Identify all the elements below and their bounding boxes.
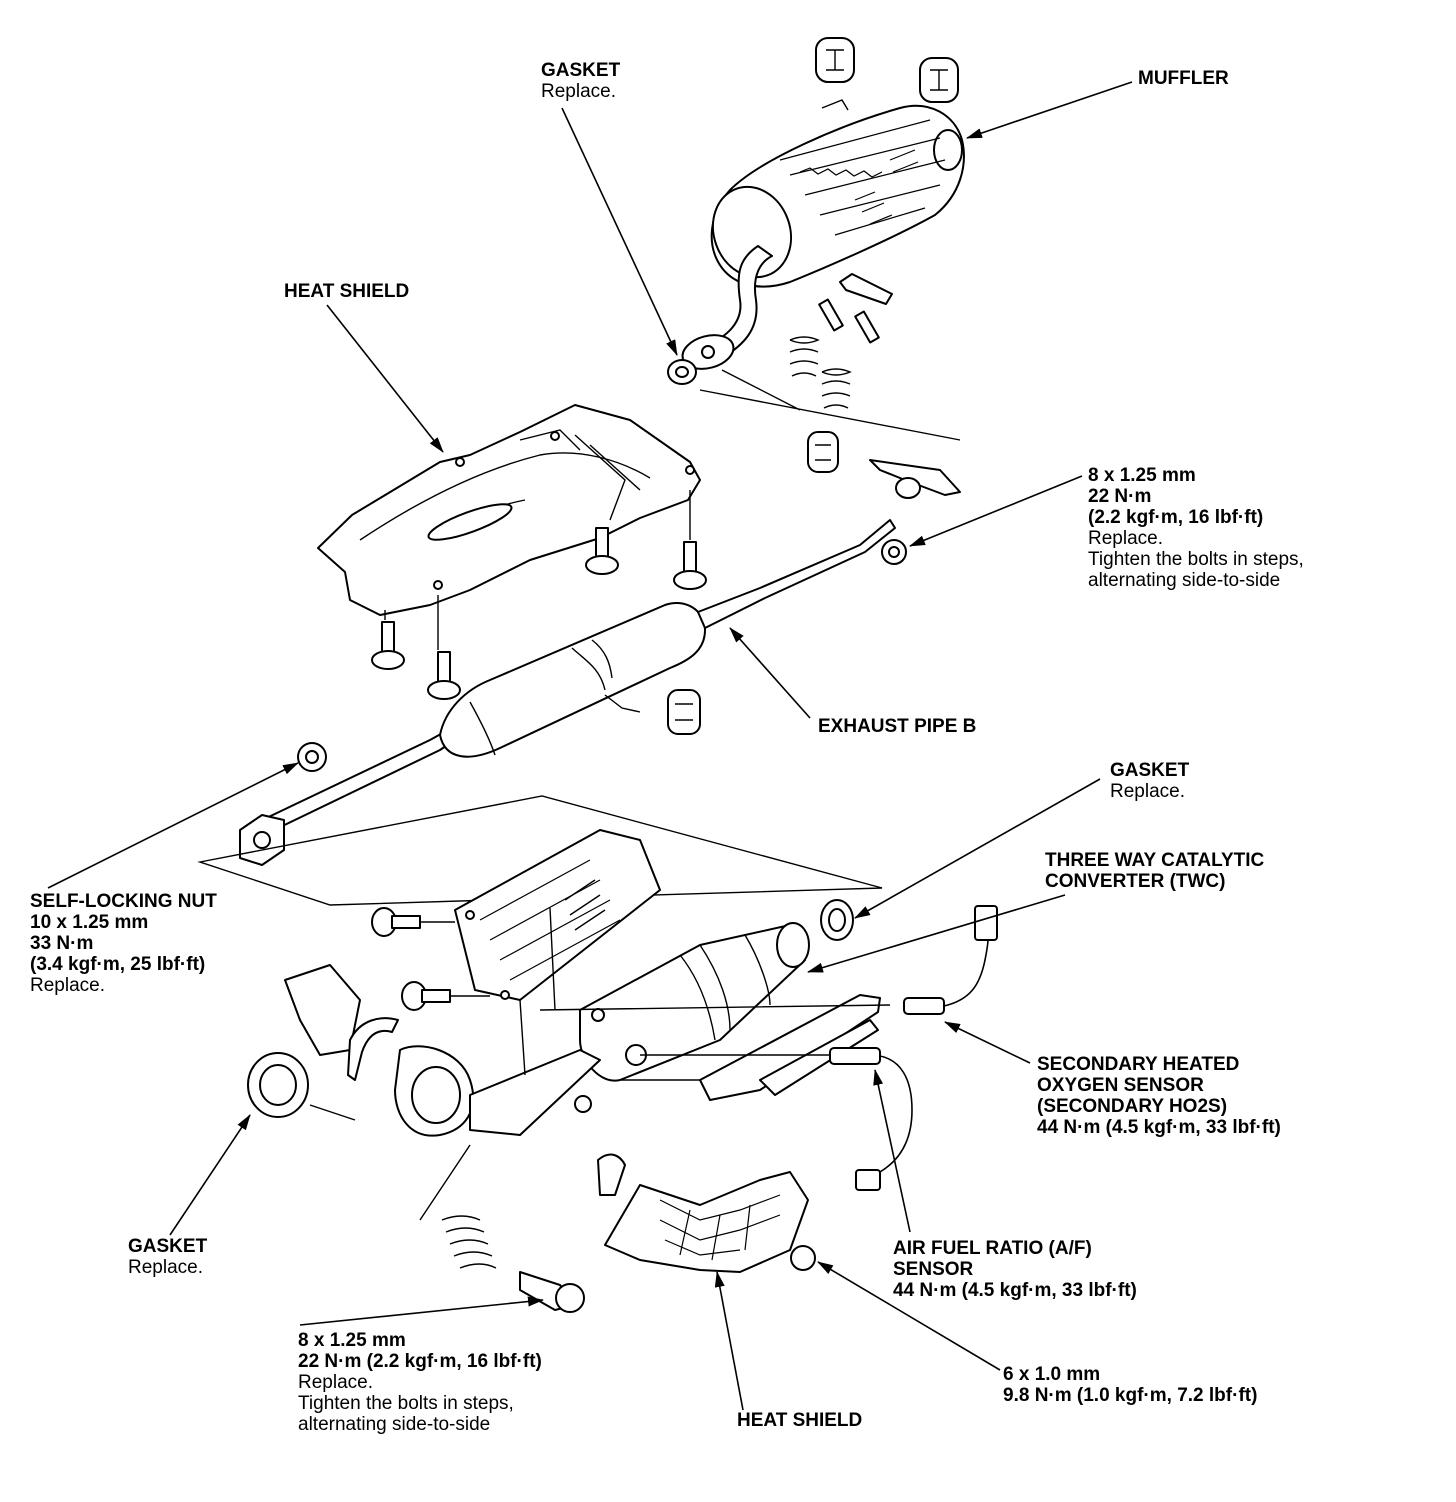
label-bolt-8x125-bottom: 8 x 1.25 mm 22 N·m (2.2 kgf·m, 16 lbf·ft…: [298, 1330, 542, 1435]
left-brackets: [284, 964, 399, 1121]
rubber-mount-2: [919, 57, 959, 103]
label-self-locking-nut: SELF-LOCKING NUT 10 x 1.25 mm 33 N·m (3.…: [30, 891, 217, 996]
rubber-mount-1: [815, 37, 855, 83]
rubber-mount-4: [667, 689, 701, 735]
gasket-right-part: [820, 899, 854, 941]
secondary-ho2s-part: [903, 905, 998, 1015]
label-gasket-left: GASKET Replace.: [128, 1236, 208, 1278]
label-secondary-ho2s: SECONDARY HEATED OXYGEN SENSOR (SECONDAR…: [1037, 1054, 1281, 1138]
twc-part: [394, 829, 810, 1137]
af-sensor-part: [829, 1047, 913, 1191]
rubber-mount-3: [807, 431, 839, 473]
heat-shield-top-part: [317, 404, 701, 616]
label-af-sensor: AIR FUEL RATIO (A/F) SENSOR 44 N·m (4.5 …: [893, 1238, 1137, 1301]
twc-stay-brackets: [519, 907, 891, 1101]
twc-bolts: [371, 907, 490, 1011]
label-bolt-8x125-top: 8 x 1.25 mm 22 N·m (2.2 kgf·m, 16 lbf·ft…: [1088, 465, 1304, 591]
label-bolt-6x10: 6 x 1.0 mm 9.8 N·m (1.0 kgf·m, 7.2 lbf·f…: [1003, 1364, 1258, 1406]
gasket-left-part: [247, 1052, 309, 1118]
spring-bolt-set-top: [699, 273, 961, 441]
label-heat-shield-top: HEAT SHIELD: [284, 281, 410, 302]
label-gasket-right: GASKET Replace.: [1110, 760, 1190, 802]
exhaust-pipe-b-part: [239, 459, 961, 866]
heat-shield-bolts: [371, 490, 707, 700]
label-twc: THREE WAY CATALYTIC CONVERTER (TWC): [1045, 850, 1265, 892]
leader-lines: [47, 81, 1133, 1411]
heat-shield-bottom-part: [574, 1095, 816, 1273]
label-heat-shield-bottom: HEAT SHIELD: [737, 1410, 863, 1431]
label-gasket-top: GASKET Replace.: [541, 60, 621, 102]
spring-bolt-set-bottom: [419, 1144, 585, 1313]
muffler-part: [681, 99, 965, 370]
label-exhaust-pipe-b: EXHAUST PIPE B: [818, 716, 977, 737]
label-muffler: MUFFLER: [1138, 68, 1229, 89]
self-locking-nut-part: [297, 742, 327, 772]
nut-top-right: [881, 539, 907, 565]
gasket-top-part: [667, 359, 697, 385]
